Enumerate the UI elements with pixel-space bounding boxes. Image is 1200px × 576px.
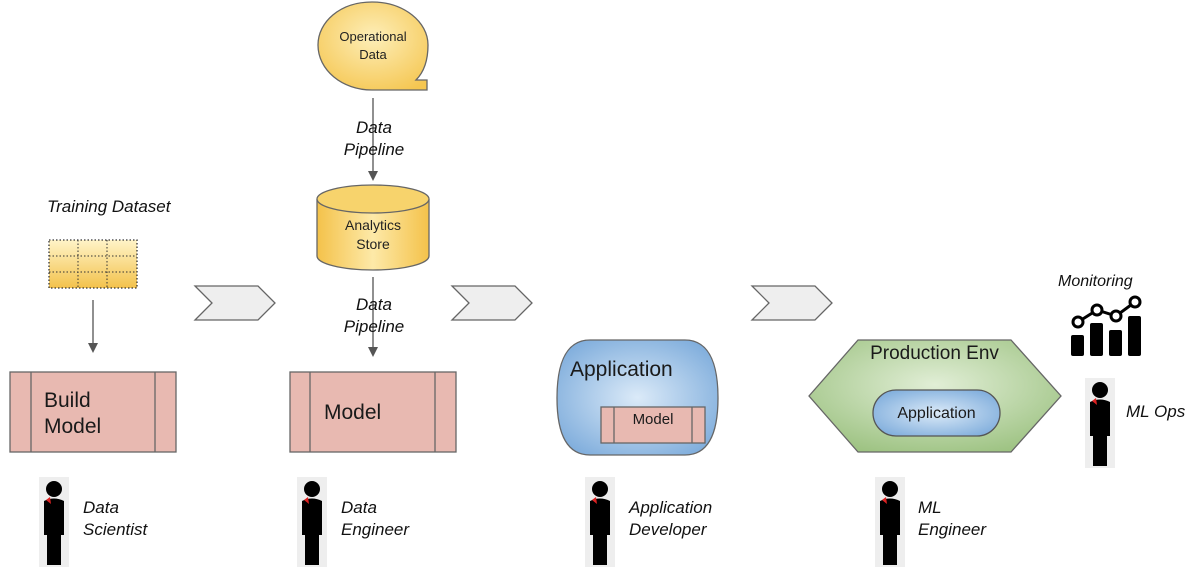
application-container-label: Application [570, 358, 673, 381]
pipeline1-line1: Data [356, 118, 392, 137]
pipeline2-line1: Data [356, 295, 392, 314]
production-inner-application [872, 389, 1001, 437]
build-model-label: Build Model [44, 388, 101, 440]
analytics-store-label: Analytics Store [317, 216, 429, 254]
role-ml-engineer: ML Engineer [918, 497, 986, 541]
person-icon-data-engineer [297, 477, 327, 567]
person-icon-ml-engineer [875, 477, 905, 567]
training-dataset-table-icon [48, 239, 138, 289]
training-dataset-label: Training Dataset [47, 197, 171, 216]
person-icon-data-scientist [39, 477, 69, 567]
production-inner-application-label: Application [897, 405, 976, 422]
person-icon-application-developer [585, 477, 615, 567]
data-pipeline-label-2: Data Pipeline [340, 294, 408, 338]
role-line2: Engineer [918, 520, 987, 539]
data-pipeline-label-1: Data Pipeline [340, 117, 408, 161]
role-line2: Engineer [341, 520, 410, 539]
build-model-line2: Model [44, 415, 102, 438]
role-ml-ops: ML Ops [1126, 402, 1186, 421]
production-env-label: Production Env [870, 343, 999, 364]
role-data-engineer: Data Engineer [341, 497, 409, 541]
analytics-store-cylinder [316, 184, 430, 271]
analytics-store-line1: Analytics [344, 217, 402, 233]
role-line1: Application [629, 498, 713, 517]
role-line2: Developer [629, 520, 707, 539]
build-model-line1: Build [44, 389, 91, 412]
chart-line-bars-icon [1071, 295, 1142, 356]
role-application-developer: Application Developer [629, 497, 712, 541]
role-line1: Data [341, 498, 377, 517]
application-inner-model-box [600, 406, 706, 444]
pipeline1-line2: Pipeline [343, 140, 405, 159]
chevron-arrow-3 [750, 285, 833, 321]
role-line1: ML [918, 498, 942, 517]
model-box-label: Model [324, 401, 382, 424]
operational-data-line2: Data [359, 47, 387, 62]
operational-data-bubble [317, 1, 429, 91]
role-line2: Scientist [83, 520, 148, 539]
monitoring-label: Monitoring [1058, 273, 1133, 290]
person-icon-ml-ops [1085, 378, 1115, 468]
role-data-scientist: Data Scientist [83, 497, 147, 541]
application-inner-model-label: Model [632, 411, 674, 428]
analytics-store-line2: Store [356, 236, 390, 252]
chevron-arrow-2 [450, 285, 533, 321]
role-line1: Data [83, 498, 119, 517]
pipeline2-line2: Pipeline [343, 317, 405, 336]
build-model-box [9, 371, 177, 453]
model-box [289, 371, 457, 453]
operational-data-line1: Operational [339, 29, 407, 44]
operational-data-label: Operational Data [318, 28, 428, 64]
chevron-arrow-1 [193, 285, 276, 321]
